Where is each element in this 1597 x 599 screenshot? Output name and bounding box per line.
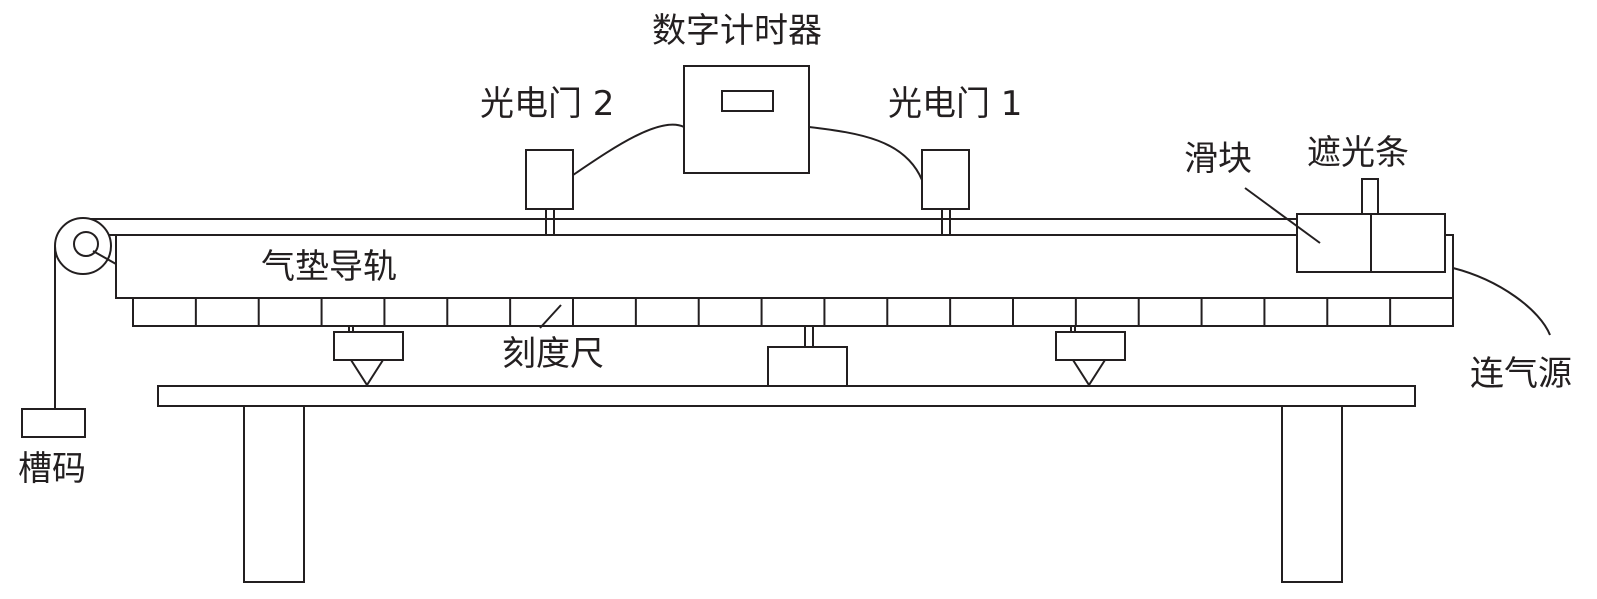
table [157,385,1416,583]
left-support-foot [333,325,404,387]
weight [21,408,86,438]
photogate-2 [525,149,574,235]
scale-ruler [132,297,1454,327]
label-digital-timer: 数字计时器 [652,11,822,51]
label-weight: 槽码 [18,449,86,489]
label-photogate-1: 光电门 1 [888,84,1022,124]
label-light-strip: 遮光条 [1307,133,1409,173]
center-support [767,326,848,387]
cable-gate-1 [808,126,923,181]
label-slider: 滑块 [1184,139,1252,179]
pulley [54,217,117,275]
table-leg-right [1281,405,1343,583]
leader-ruler [539,304,562,329]
light-strip [1361,178,1379,215]
table-top [157,385,1416,407]
table-leg-left [243,405,305,583]
leader-slider [1244,187,1321,244]
right-support-foot [1055,325,1126,387]
label-air-track: 气垫导轨 [261,247,397,287]
label-air-source: 连气源 [1470,354,1572,394]
label-scale-ruler: 刻度尺 [502,334,604,374]
cable-gate-2 [572,123,685,176]
air-hose [1452,267,1551,336]
slider [1296,213,1446,273]
photogate-1 [921,149,970,235]
air-track [115,234,1454,299]
timer-display [721,90,774,112]
digital-timer [683,65,810,174]
label-photogate-2: 光电门 2 [480,84,614,124]
ruler-ticks [194,298,1392,326]
